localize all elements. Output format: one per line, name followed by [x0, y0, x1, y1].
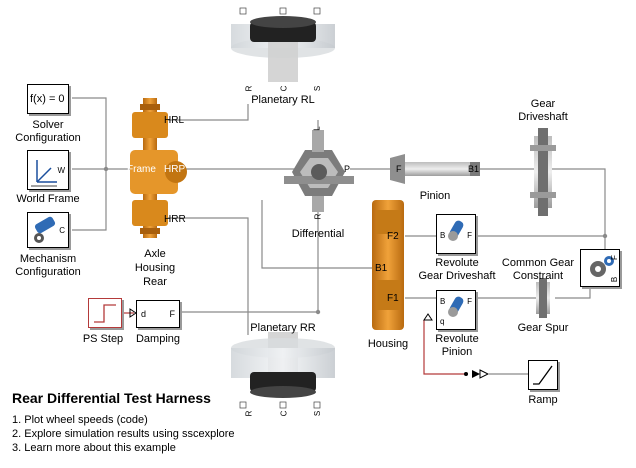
planetary-rr-label: Planetary RR [250, 322, 316, 334]
housing-port-f1: F1 [387, 293, 399, 304]
solver-label-1: Solver [32, 119, 64, 131]
differential-label: Differential [291, 228, 345, 240]
pinion-block[interactable] [390, 154, 480, 184]
revolute-pinion-label-2: Pinion [441, 346, 473, 358]
world-frame-port: W [57, 166, 65, 175]
common-gear-port-f: F [610, 255, 620, 260]
damping-port-f: F [169, 309, 176, 319]
axle-label-1: Axle [144, 248, 166, 260]
world-frame-block[interactable]: W [27, 150, 69, 190]
housing-port-b1: B1 [375, 263, 388, 274]
revolute-gear-port-b: B [440, 231, 446, 240]
pinion-label: Pinion [419, 190, 451, 202]
revolute-q-arrow [423, 313, 433, 321]
planetary-rr-port-s: S [313, 410, 323, 417]
gear-driveshaft-block[interactable] [530, 128, 556, 216]
revolute-pinion-block[interactable]: B F q [436, 290, 476, 330]
planetary-rl-block[interactable] [231, 7, 335, 82]
planetary-rl-port-s: S [313, 85, 323, 92]
axle-label-3: Rear [143, 276, 167, 288]
axle-port-hrp: HRP [164, 164, 186, 175]
planetary-rr-port-c: C [279, 410, 289, 417]
mechanism-port: C [59, 226, 65, 235]
gear-driveshaft-label-2: Driveshaft [518, 111, 568, 123]
solver-label-2: Configuration [15, 132, 81, 144]
pinion-port-b1: B1 [468, 164, 480, 174]
page-title: Rear Differential Test Harness [12, 390, 211, 406]
common-gear-constraint-block[interactable]: F B [580, 249, 620, 287]
gear-spur-label: Gear Spur [517, 322, 569, 334]
link-explore-results[interactable]: 2. Explore simulation results using ssce… [12, 428, 235, 440]
gear-driveshaft-label-1: Gear [530, 98, 556, 110]
common-gear-port-b: B [609, 276, 619, 283]
gear-constraint-icon [590, 256, 614, 277]
ps-step-label: PS Step [82, 333, 124, 345]
ramp-label: Ramp [528, 394, 558, 406]
differential-block[interactable] [284, 130, 354, 212]
pinion-port-f: F [396, 164, 402, 174]
revolute-pinion-port-q: q [440, 317, 445, 326]
revolute-joint-icon [448, 296, 464, 317]
world-frame-icon [31, 160, 57, 187]
signal-lines [124, 312, 468, 375]
differential-port-p: P [344, 164, 351, 174]
link-plot-wheel-speeds[interactable]: 1. Plot wheel speeds (code) [12, 414, 148, 426]
planetary-rl-port-c: C [279, 85, 289, 92]
planetary-rl-label: Planetary RL [251, 94, 315, 106]
damping-port-d: d [141, 309, 147, 319]
junction-dot [315, 309, 321, 315]
revolute-gear-label-2: Gear Driveshaft [418, 270, 496, 282]
housing-label: Housing [367, 338, 409, 350]
gear-spur-block[interactable] [536, 278, 550, 318]
solver-configuration-block[interactable]: f(x) = 0 [27, 84, 69, 114]
planetary-rl-port-r: R [244, 85, 254, 92]
ramp-icon [533, 365, 553, 385]
planetary-rr-block[interactable] [231, 332, 335, 409]
mechanism-label-1: Mechanism [19, 253, 77, 265]
junction-dot [602, 233, 608, 239]
axle-port-hrl: HRL [164, 115, 185, 126]
revolute-joint-icon [448, 220, 464, 241]
axle-housing-rear-block[interactable] [130, 98, 187, 238]
common-gear-label-1: Common Gear [501, 257, 575, 269]
housing-port-f2: F2 [387, 231, 399, 242]
ps-step-block[interactable] [88, 298, 122, 328]
ramp-block[interactable] [528, 360, 558, 390]
damping-input-arrow [129, 308, 137, 318]
differential-port-l: L [312, 126, 322, 131]
revolute-gear-port-f: F [467, 231, 472, 240]
differential-port-r: R [313, 213, 323, 220]
revolute-pinion-label-1: Revolute [435, 333, 479, 345]
junction-dot [103, 166, 109, 172]
common-gear-label-2: Constraint [512, 270, 564, 282]
axle-port-hrr: HRR [164, 214, 186, 225]
axle-label-2: Housing [134, 262, 176, 274]
solver-icon: f(x) = 0 [30, 93, 65, 105]
link-learn-more[interactable]: 3. Learn more about this example [12, 442, 176, 454]
step-icon [94, 304, 116, 323]
ramp-connector [464, 369, 528, 379]
mechanism-config-icon [34, 216, 56, 243]
planetary-rr-port-r: R [244, 410, 254, 417]
axle-port-frame: Frame [127, 164, 156, 175]
revolute-pinion-port-b: B [440, 297, 446, 306]
mechanism-configuration-block[interactable]: C [27, 212, 69, 248]
revolute-pinion-port-f: F [467, 297, 472, 306]
revolute-gear-driveshaft-block[interactable]: B F [436, 214, 476, 254]
housing-block[interactable] [372, 200, 404, 330]
revolute-gear-label-1: Revolute [435, 257, 479, 269]
damping-label: Damping [135, 333, 181, 345]
damping-block[interactable]: d F [136, 300, 180, 328]
mechanism-label-2: Configuration [15, 266, 81, 278]
world-frame-label: World Frame [16, 193, 80, 205]
